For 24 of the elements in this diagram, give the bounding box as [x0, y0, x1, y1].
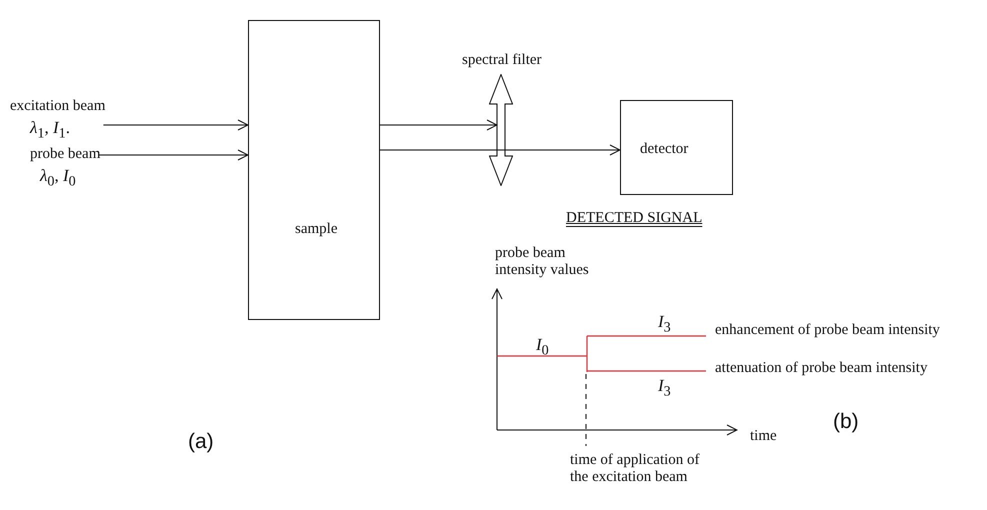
arrow — [102, 120, 248, 130]
beam-label: probe beam — [30, 146, 100, 164]
section-heading: DETECTED SIGNAL — [566, 210, 702, 228]
intensity-label: I$_{0}$ — [536, 335, 549, 359]
detector-box — [620, 100, 733, 195]
trace-annotation: attenuation of probe beam intensity — [715, 360, 928, 378]
node-label: spectral filter — [462, 52, 542, 70]
panel-label: (a) — [188, 430, 214, 454]
arrow — [98, 150, 248, 160]
intensity-label: I$_{3}$ — [658, 312, 671, 336]
arrow — [380, 144, 620, 156]
panel-label: (b) — [833, 410, 859, 434]
node-label: sample — [295, 221, 338, 238]
wavelength-intensity-label: λ$_{1}$, I$_{1}$. — [30, 118, 70, 142]
trace-annotation: enhancement of probe beam intensity — [715, 322, 940, 340]
axis-title: time — [750, 428, 777, 446]
sample-box — [248, 20, 380, 320]
beam-label: excitation beam — [10, 98, 106, 116]
node-label: detector — [640, 141, 688, 158]
wavelength-intensity-label: λ$_{0}$, I$_{0}$ — [40, 166, 76, 190]
intensity-label: I$_{3}$ — [658, 376, 671, 400]
axis-title: probe beam intensity values — [495, 245, 590, 280]
arrow — [380, 120, 498, 130]
axis-annotation: time of application of the excitation beam — [570, 452, 701, 486]
